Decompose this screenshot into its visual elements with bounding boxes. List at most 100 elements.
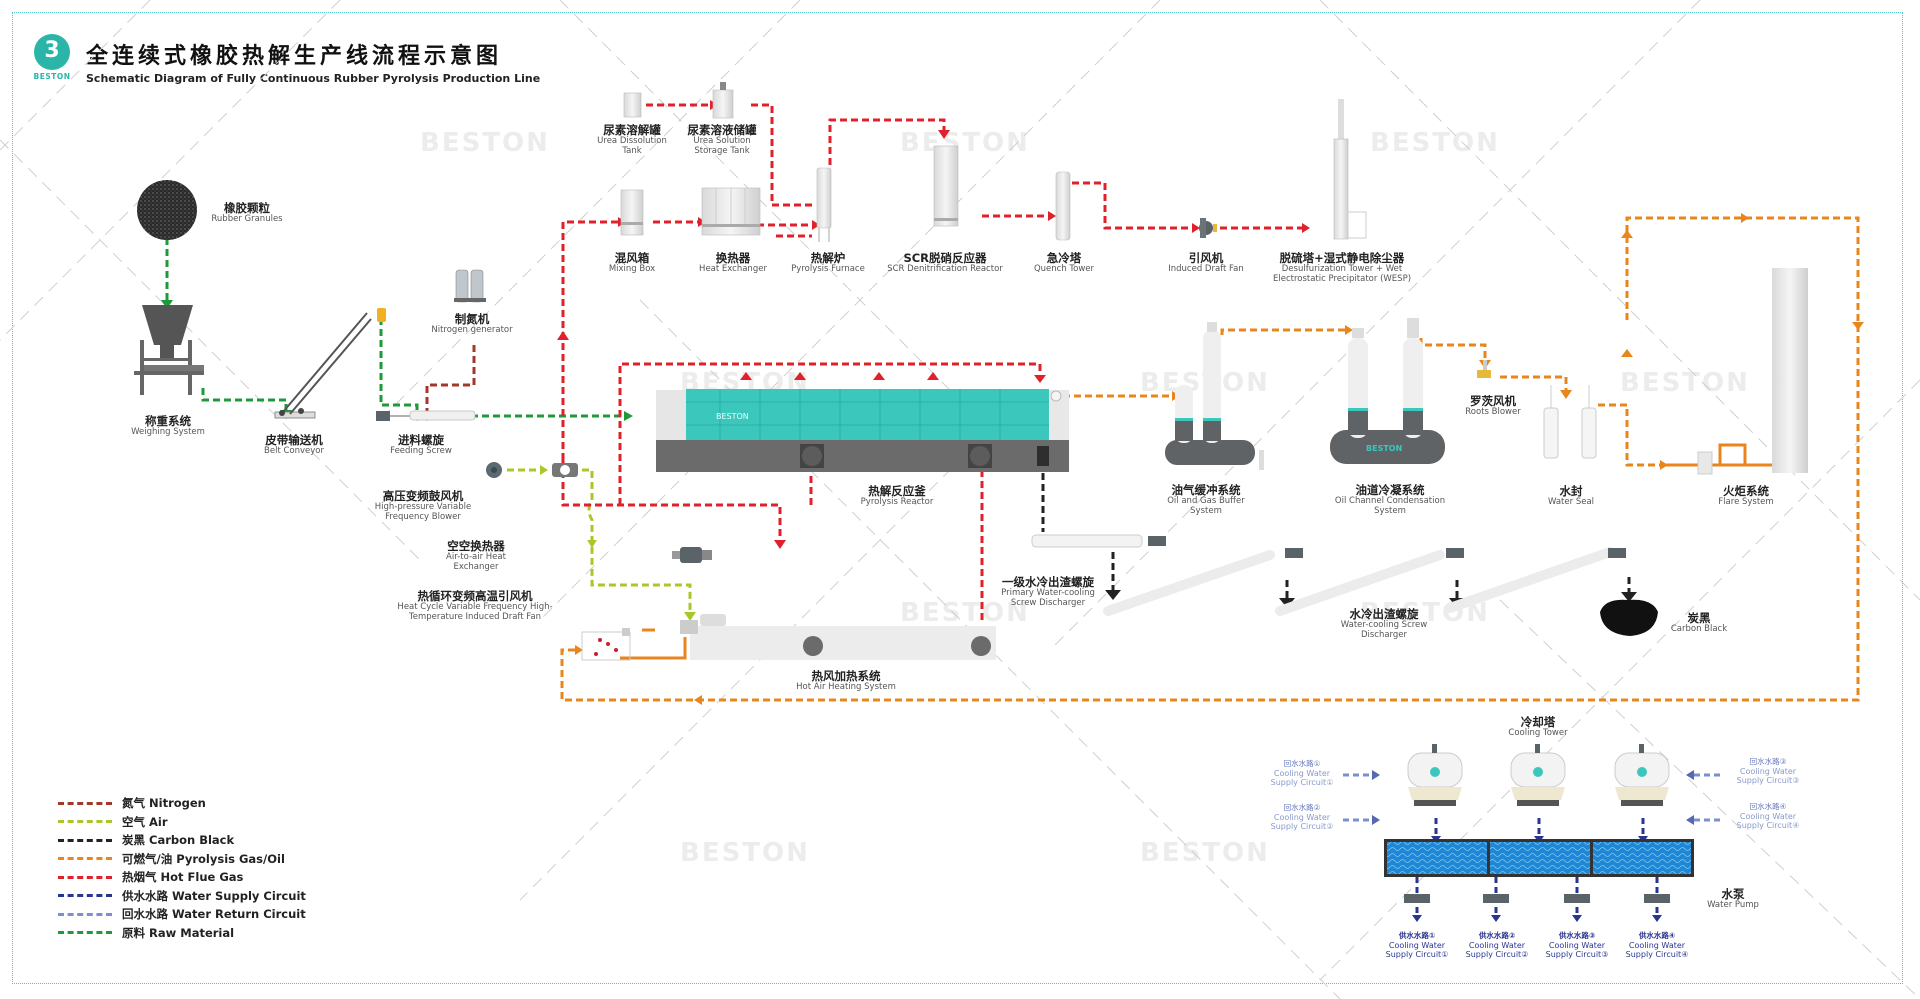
label-zh: SCR脱硝反应器 <box>903 251 987 265</box>
label-zh: 尿素溶解罐 <box>603 123 661 137</box>
cooling-tower-3-image <box>1614 744 1670 806</box>
urea-storage-tank-image <box>712 82 734 119</box>
label-zh: 回水水路④ <box>1749 802 1787 811</box>
label-en: Desulfurization Tower + Wet <box>1281 264 1403 275</box>
label-en: Pyrolysis Reactor <box>860 497 934 508</box>
desulfurization-tower-image <box>1333 99 1367 240</box>
label-zh: 热解炉 <box>810 251 846 265</box>
flare-system-image <box>1697 268 1808 475</box>
watermark: BESTON <box>420 128 550 158</box>
label-zh: 热循环变频高温引风机 <box>417 589 533 603</box>
legend: 氮气 Nitrogen 空气 Air 炭黑 Carbon Black 可燃气/油… <box>58 794 306 942</box>
legend-item-pyrolysis-gas: 可燃气/油 Pyrolysis Gas/Oil <box>58 850 306 869</box>
label-zh: 热风加热系统 <box>811 669 881 683</box>
label-en: Temperature Induced Draft Fan <box>408 611 542 622</box>
hot-flue-gas-arrows <box>557 100 1310 549</box>
hot-induced-fan-image <box>672 547 712 563</box>
beston-logo: 3 BESTON <box>30 34 74 82</box>
label-en: Supply Circuit② <box>1465 949 1529 959</box>
label-en: Supply Circuit④ <box>1736 820 1800 830</box>
label-en: Electrostatic Precipitator (WESP) <box>1272 273 1412 284</box>
air-flow <box>507 468 692 612</box>
watermark: BESTON <box>900 598 1030 628</box>
label-en: Cooling Water <box>1273 768 1331 778</box>
scr-reactor-image <box>933 145 959 227</box>
label-en: Supply Circuit① <box>1385 949 1449 959</box>
label-zh: 脱硫塔+湿式静电除尘器 <box>1279 251 1405 265</box>
air-arrows <box>540 465 696 621</box>
label-en: Nitrogen generator <box>431 325 513 336</box>
legend-item-carbon-black: 炭黑 Carbon Black <box>58 831 306 850</box>
induced-draft-fan-image <box>1199 218 1217 238</box>
rubber-granules-image <box>137 180 197 240</box>
water-discharger-1-image <box>1103 548 1303 616</box>
water-seal-image <box>1543 385 1597 459</box>
heat-exchanger-image <box>701 187 761 236</box>
label-en: Water Pump <box>1707 900 1759 911</box>
label-zh: 称重系统 <box>144 414 191 428</box>
label-en: Feeding Screw <box>390 446 452 457</box>
label-en: Cooling Water <box>1739 766 1797 776</box>
label-zh: 冷却塔 <box>1520 715 1556 729</box>
legend-swatch <box>58 820 112 824</box>
reactor-brand: BESTON <box>716 412 749 421</box>
watermark: BESTON <box>1140 838 1270 868</box>
label-zh: 制氮机 <box>454 312 490 326</box>
label-en: System <box>1374 505 1406 516</box>
label-zh: 一级水冷出渣螺旋 <box>1002 575 1094 589</box>
water-pumps-image <box>1404 894 1670 903</box>
legend-swatch <box>58 875 112 879</box>
legend-swatch <box>58 838 112 842</box>
label-zh: 回水水路② <box>1283 803 1321 812</box>
label-zh: 尿素溶液储罐 <box>687 123 757 137</box>
label-en: Storage Tank <box>694 145 750 156</box>
label-en: Weighing System <box>131 427 205 438</box>
label-zh: 供水水路④ <box>1638 931 1676 940</box>
legend-item-nitrogen: 氮气 Nitrogen <box>58 794 306 813</box>
label-en: Hot Air Heating System <box>796 682 896 693</box>
legend-item-raw-material: 原料 Raw Material <box>58 924 306 943</box>
label-en: Screw Discharger <box>1010 597 1086 608</box>
label-zh: 回水水路① <box>1283 759 1321 768</box>
title-en: Schematic Diagram of Fully Continuous Ru… <box>86 72 541 85</box>
label-en: SCR Denitrification Reactor <box>887 264 1003 275</box>
diagram-frame <box>12 12 1903 984</box>
label-en: Supply Circuit② <box>1270 821 1334 831</box>
watermark: BESTON <box>900 128 1030 158</box>
label-en: Water-cooling Screw <box>1340 620 1428 631</box>
label-en: Air-to-air Heat <box>446 552 506 563</box>
label-zh: 回水水路③ <box>1749 757 1787 766</box>
water-pool-image <box>1384 839 1694 877</box>
label-en: Urea Dissolution <box>597 136 667 147</box>
legend-swatch <box>58 931 112 935</box>
label-zh: 供水水路③ <box>1558 931 1596 940</box>
label-zh: 炭黑 <box>1687 611 1711 625</box>
label-zh: 换热器 <box>715 251 751 265</box>
label-en: Supply Circuit③ <box>1736 775 1800 785</box>
logo-icon: 3 <box>34 34 70 70</box>
carbon-black-arrows <box>1105 590 1637 608</box>
label-en: Cooling Water <box>1388 940 1446 950</box>
legend-swatch <box>58 801 112 805</box>
cooling-tower-2-image <box>1510 744 1566 806</box>
pyrolysis-gas-flow <box>560 216 1860 702</box>
water-return-flow <box>1343 773 1722 822</box>
label-zh: 橡胶颗粒 <box>224 201 270 215</box>
legend-item-hot-flue-gas: 热烟气 Hot Flue Gas <box>58 868 306 887</box>
